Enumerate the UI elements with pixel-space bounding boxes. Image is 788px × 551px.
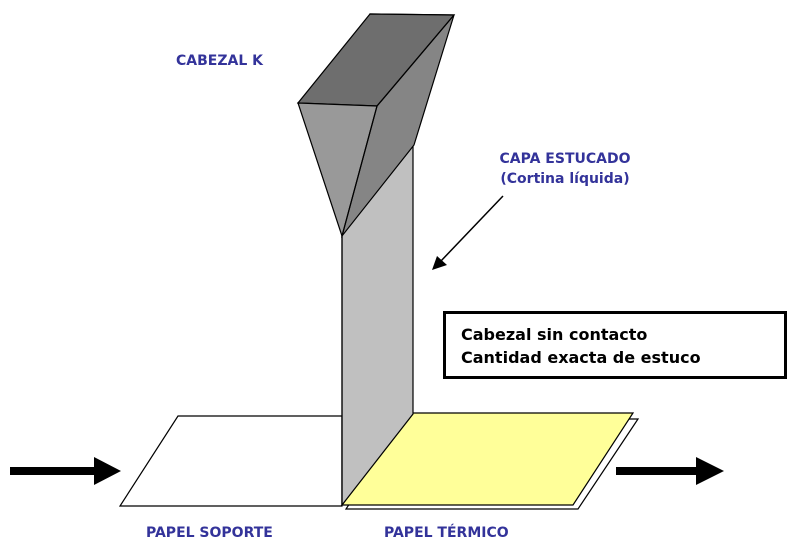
coating-label: CAPA ESTUCADO (Cortina líquida) bbox=[490, 149, 640, 189]
coating-label-line2: (Cortina líquida) bbox=[500, 171, 630, 187]
output-arrow bbox=[616, 457, 724, 485]
base-paper-sheet bbox=[118, 415, 343, 507]
note-box: Cabezal sin contacto Cantidad exacta de … bbox=[443, 311, 787, 379]
note-line2: Cantidad exacta de estuco bbox=[461, 348, 701, 367]
input-arrow bbox=[10, 457, 121, 485]
thermal-paper-label: PAPEL TÉRMICO bbox=[384, 525, 509, 541]
pointer-arrow bbox=[432, 195, 504, 270]
head-label: CABEZAL K bbox=[176, 53, 263, 69]
base-paper-label: PAPEL SOPORTE bbox=[146, 525, 273, 541]
note-line1: Cabezal sin contacto bbox=[461, 325, 648, 344]
coating-label-line1: CAPA ESTUCADO bbox=[499, 151, 631, 167]
